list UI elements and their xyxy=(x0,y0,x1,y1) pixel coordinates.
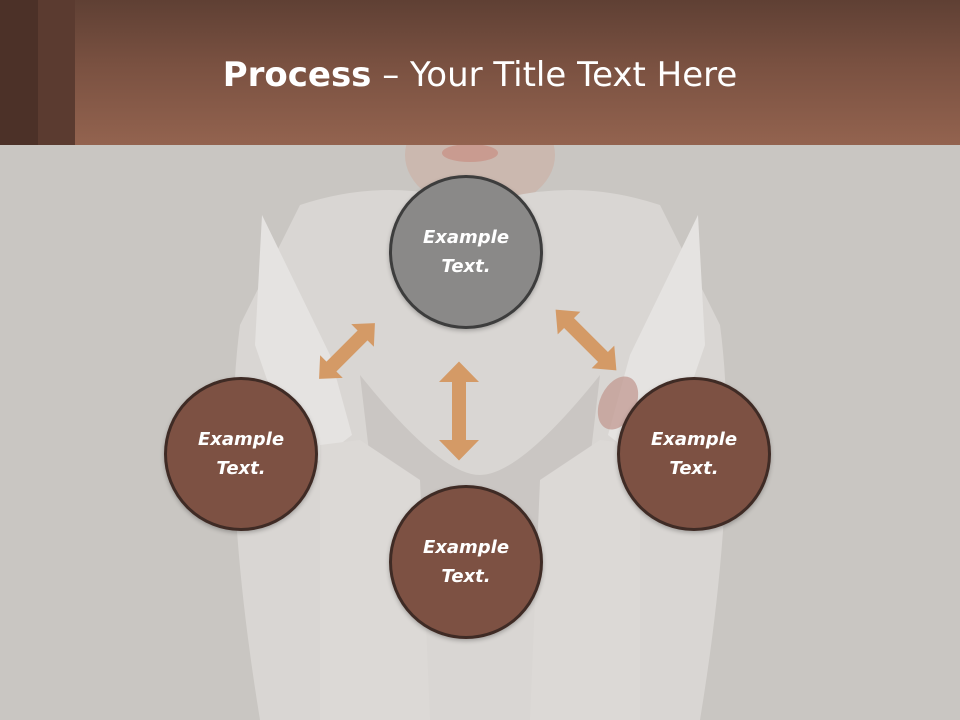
double-arrow-vertical xyxy=(439,361,479,461)
title-bold-text: Process xyxy=(222,55,372,95)
double-arrow-top-left xyxy=(319,323,375,379)
background-photo xyxy=(0,145,960,720)
title-rest-text: – Your Title Text Here xyxy=(371,55,738,95)
header-stripe-medium xyxy=(38,0,75,145)
title-bar: Process – Your Title Text Here xyxy=(0,0,960,145)
arrows-layer xyxy=(319,309,617,461)
slide-title: Process – Your Title Text Here xyxy=(0,50,960,100)
header-stripe-dark xyxy=(0,0,38,145)
double-arrow-top-right xyxy=(555,309,617,371)
